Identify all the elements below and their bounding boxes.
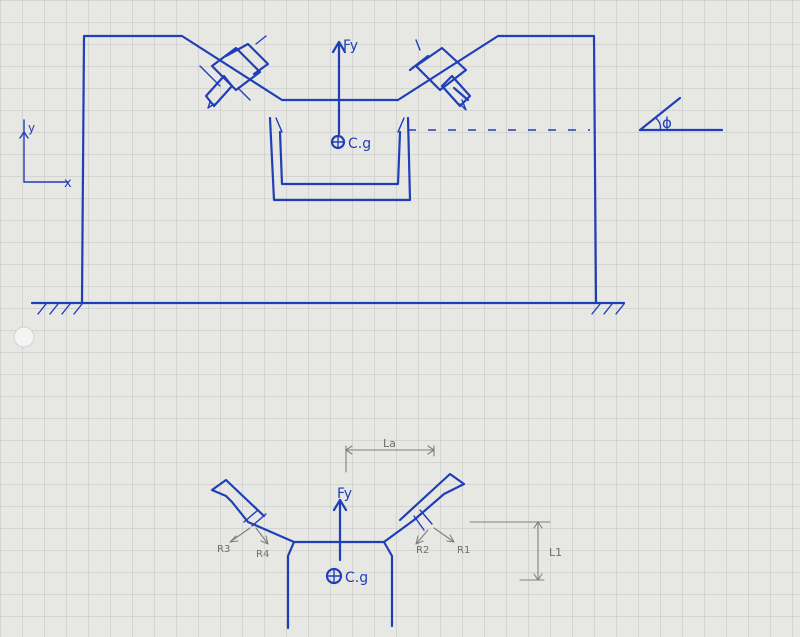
bottom-right-arm xyxy=(382,472,466,544)
fy-label-bottom: Fy xyxy=(337,486,352,502)
bottom-center-of-gravity: C.g xyxy=(325,567,368,586)
axis-x-label: x xyxy=(64,176,72,191)
top-force-arrow: Fy xyxy=(331,38,358,136)
phi-label: ϕ xyxy=(662,114,672,132)
top-v-block xyxy=(268,116,412,202)
axis-y-label: y xyxy=(28,121,35,135)
punch-hole xyxy=(13,326,35,348)
left-clamp-screw xyxy=(199,35,270,109)
ground-hatch-left xyxy=(37,303,83,315)
la-dimension: La xyxy=(345,437,435,473)
bottom-force-arrow: Fy xyxy=(332,486,352,562)
l1-dimension: L1 xyxy=(469,521,562,581)
r3-label: R3 xyxy=(217,544,230,555)
axis-triad: y x xyxy=(19,119,72,191)
la-label: La xyxy=(383,437,396,450)
cg-label-bottom: C.g xyxy=(345,570,368,586)
top-center-of-gravity: C.g xyxy=(330,134,371,152)
l1-label: L1 xyxy=(549,546,562,559)
v-block-outer xyxy=(268,116,412,202)
bottom-v-block xyxy=(210,472,466,630)
r1-label: R1 xyxy=(457,545,470,556)
right-clamp-screw xyxy=(408,39,472,111)
v-block-inner xyxy=(278,130,402,186)
r2-label: R2 xyxy=(416,545,429,556)
cg-label-top: C.g xyxy=(348,136,371,152)
bottom-left-arm xyxy=(210,478,296,544)
r4-label: R4 xyxy=(256,549,269,560)
reaction-forces: R3 R4 R2 R1 xyxy=(217,527,470,560)
fy-label-top: Fy xyxy=(343,38,358,54)
ground-hatch-right xyxy=(591,303,625,315)
angle-phi-symbol: ϕ xyxy=(638,96,724,132)
